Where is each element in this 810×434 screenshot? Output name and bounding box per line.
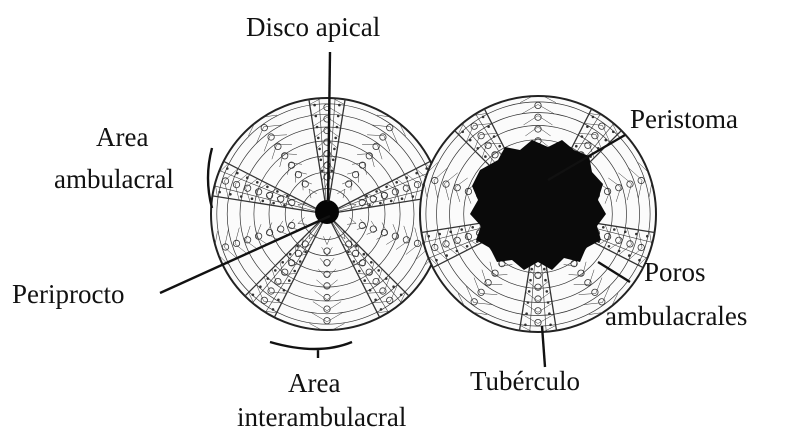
label-poros-line1: Poros	[644, 257, 706, 287]
label-poros-line2: ambulacrales	[605, 301, 747, 331]
label-periprocto: Periprocto	[12, 279, 124, 309]
aboral-test	[211, 95, 443, 333]
label-tuberculo: Tubérculo	[470, 366, 580, 396]
label-disco-apical: Disco apical	[246, 12, 380, 42]
label-area-interambulacral-line2: interambulacral	[237, 402, 406, 432]
label-peristoma: Peristoma	[630, 104, 738, 134]
label-area-interambulacral-line1: Area	[288, 368, 340, 398]
interambulacral-bracket	[270, 342, 352, 358]
label-area-ambulacral-line2: ambulacral	[54, 164, 174, 194]
label-area-ambulacral-line1: Area	[96, 122, 148, 152]
oral-test	[420, 93, 656, 334]
